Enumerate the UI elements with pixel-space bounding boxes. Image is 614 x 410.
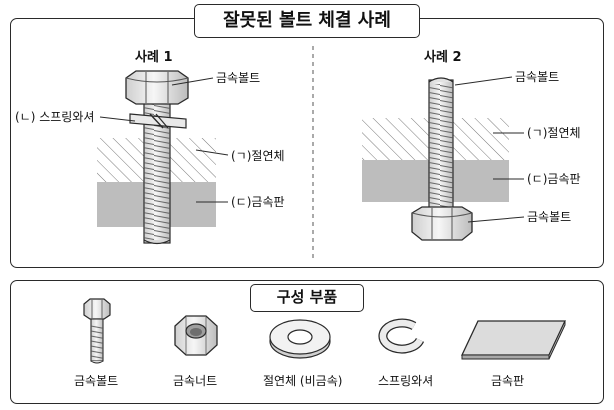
case1-insulator-label: (ㄱ)절연체 bbox=[231, 149, 285, 163]
case2-bolt bbox=[411, 77, 473, 241]
case1-insulator-leader bbox=[195, 149, 229, 156]
case1-spring-washer-label: (ㄴ) 스프링와셔 bbox=[15, 110, 95, 124]
part-label-bolt: 금속볼트 bbox=[74, 374, 119, 388]
metal-plate-icon bbox=[460, 320, 567, 360]
case1-spring-washer bbox=[129, 113, 187, 129]
part-label-insulator: 절연체 (비금속) bbox=[263, 374, 343, 388]
part-label-spring-washer: 스프링와셔 bbox=[378, 374, 434, 388]
case2-bolt-top-label: 금속볼트 bbox=[515, 70, 560, 84]
case1-bolt-leader bbox=[171, 77, 214, 86]
case2-bolt-bottom-label: 금속볼트 bbox=[527, 210, 572, 224]
case1-washer-leader bbox=[99, 116, 136, 122]
nut-icon bbox=[174, 315, 218, 356]
part-label-metal-plate: 금속판 bbox=[491, 374, 525, 388]
parts-title: 구성 부품 bbox=[250, 284, 364, 312]
case2-title: 사례 2 bbox=[424, 50, 462, 65]
case2-bolt-top-leader bbox=[454, 76, 513, 86]
spring-washer-icon bbox=[378, 318, 425, 354]
page-title: 잘못된 볼트 체결 사례 bbox=[194, 4, 420, 38]
case2-bolt-bottom-leader bbox=[467, 216, 525, 223]
bolt-icon bbox=[83, 298, 111, 364]
case1-bolt-label: 금속볼트 bbox=[216, 71, 261, 85]
case2-metal-plate-label: (ㄷ)금속판 bbox=[527, 172, 581, 186]
insulator-washer-icon bbox=[269, 319, 331, 359]
case1-title: 사례 1 bbox=[135, 50, 173, 65]
part-label-nut: 금속너트 bbox=[173, 374, 218, 388]
case1-metal-plate-label: (ㄷ)금속판 bbox=[231, 195, 285, 209]
case2-insulator-label: (ㄱ)절연체 bbox=[527, 126, 581, 140]
